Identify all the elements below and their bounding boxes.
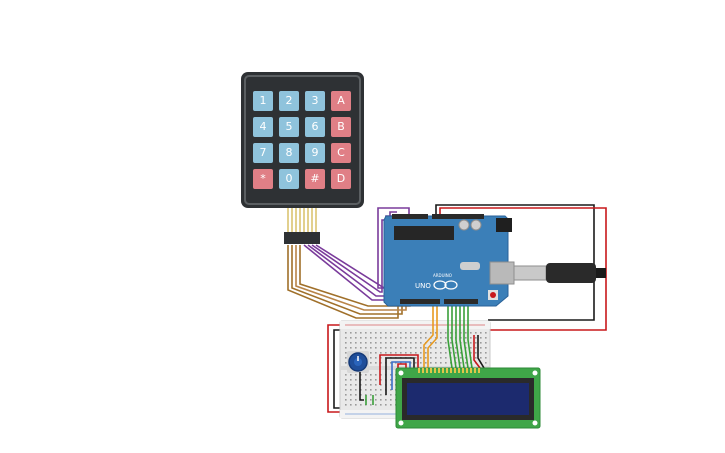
key-4[interactable]: 4 <box>253 117 273 137</box>
key-6[interactable]: 6 <box>305 117 325 137</box>
key-5[interactable]: 5 <box>279 117 299 137</box>
key-9[interactable]: 9 <box>305 143 325 163</box>
key-c[interactable]: C <box>331 143 351 163</box>
key-a[interactable]: A <box>331 91 351 111</box>
key-hash[interactable]: # <box>305 169 325 189</box>
usb-cable[interactable] <box>513 263 606 283</box>
lcd-16x2[interactable] <box>395 367 541 429</box>
keypad-4x4[interactable]: 1 2 3 A 4 5 6 B 7 8 9 C * 0 # D <box>241 72 364 208</box>
key-d[interactable]: D <box>331 169 351 189</box>
lcd-screen <box>407 383 529 415</box>
arduino-brand-label: ARDUINO <box>433 273 452 278</box>
lcd-data-wires[interactable] <box>423 300 485 369</box>
key-8[interactable]: 8 <box>279 143 299 163</box>
key-b[interactable]: B <box>331 117 351 137</box>
keypad-connector[interactable] <box>284 208 320 244</box>
key-7[interactable]: 7 <box>253 143 273 163</box>
lcd-control-wires[interactable] <box>359 354 419 405</box>
arduino-uno[interactable]: UNO ARDUINO <box>383 214 515 307</box>
arduino-uno-label: UNO <box>415 282 431 290</box>
keypad-frame <box>244 75 361 205</box>
key-1[interactable]: 1 <box>253 91 273 111</box>
key-0[interactable]: 0 <box>279 169 299 189</box>
key-3[interactable]: 3 <box>305 91 325 111</box>
key-2[interactable]: 2 <box>279 91 299 111</box>
potentiometer[interactable] <box>347 351 369 373</box>
key-star[interactable]: * <box>253 169 273 189</box>
